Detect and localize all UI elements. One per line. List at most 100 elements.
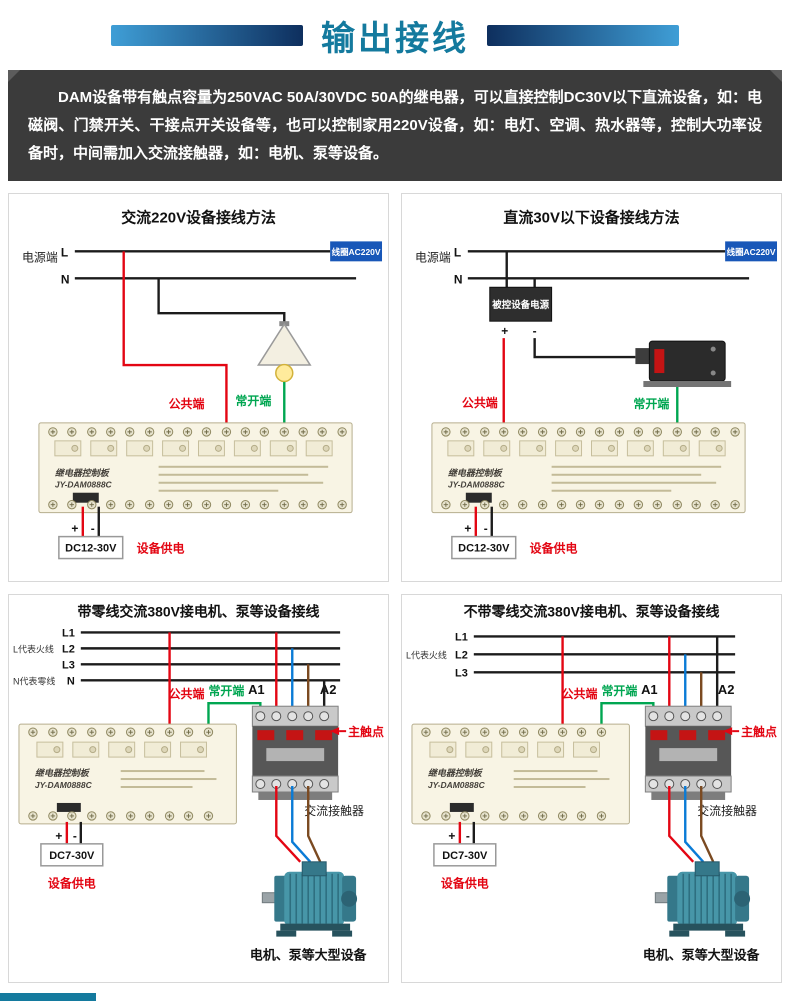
no-label: 常开端 xyxy=(633,396,669,411)
dc-supply-box: DC12-30V xyxy=(451,536,517,560)
controlled-power-label: 被控设备电源 xyxy=(492,299,549,311)
controlled-power-box: 被控设备电源 xyxy=(489,287,553,322)
minus-label-top: - xyxy=(533,324,537,338)
no-label: 常开端 xyxy=(601,683,637,698)
motor-wire-1 xyxy=(275,786,302,863)
board-name: 继电器控制板 xyxy=(35,768,91,778)
a2-label: A2 xyxy=(320,682,337,697)
ac380v-no-neutral-diagram: 不带零线交流380V接电机、泵等设备接线 L1 L2 L3 L代表火线 公共端 … xyxy=(406,604,777,963)
plus-label: + xyxy=(71,522,78,536)
contactor-icon xyxy=(644,705,732,801)
title-bar-left xyxy=(111,24,303,46)
solenoid-valve-icon xyxy=(635,340,732,388)
l3-label: L3 xyxy=(62,660,75,672)
board-name: 继电器控制板 xyxy=(428,768,484,778)
l3-label: L3 xyxy=(455,668,468,680)
main-contact-pointer: 主触点 xyxy=(723,724,777,739)
board-model: JY-DAM0888C xyxy=(448,480,506,490)
a1-label: A1 xyxy=(248,682,265,697)
diagram-grid: 交流220V设备接线方法 电源端 L N 线圈AC220V 公共端 xyxy=(8,193,782,984)
line-l-label: L xyxy=(61,246,68,260)
coil-box: 线圈AC220V xyxy=(725,241,778,262)
footer-accent xyxy=(0,993,96,1001)
coil-label: 线圈AC220V xyxy=(332,247,381,257)
line-n-label: N xyxy=(454,273,463,287)
plus-label: + xyxy=(464,522,471,536)
minus-label: - xyxy=(484,522,488,536)
motor-label: 电机、泵等大型设备 xyxy=(250,948,368,963)
plus-label: + xyxy=(448,829,455,843)
line-l-label: L xyxy=(454,246,461,260)
phase-lines xyxy=(473,635,736,674)
dc-range-label: DC7-30V xyxy=(442,850,488,862)
valve-wire xyxy=(533,338,636,359)
relay-board: 继电器控制板 JY-DAM0888C xyxy=(18,723,237,825)
header: 输出接线 xyxy=(0,8,790,62)
panel-title: 直流30V以下设备接线方法 xyxy=(503,209,679,227)
l1-label: L1 xyxy=(62,628,75,640)
page-title: 输出接线 xyxy=(321,19,469,58)
description-box: DAM设备带有触点容量为250VAC 50A/30VDC 50A的继电器，可以直… xyxy=(8,70,782,182)
neutral-note: N代表零线 xyxy=(13,676,55,687)
lamp-wire xyxy=(157,278,286,324)
board-name: 继电器控制板 xyxy=(448,468,504,478)
main-contact-label: 主触点 xyxy=(741,724,777,739)
live-note: L代表火线 xyxy=(406,650,447,661)
n-label: N xyxy=(67,676,75,688)
l1-label: L1 xyxy=(455,632,468,644)
dc-supply-box: DC7-30V xyxy=(433,843,497,867)
dc-range-label: DC12-30V xyxy=(65,543,117,555)
coil-box: 线圈AC220V xyxy=(330,241,383,262)
common-label: 公共端 xyxy=(169,686,205,701)
panel-title: 不带零线交流380V接电机、泵等设备接线 xyxy=(464,604,720,620)
l2-label: L2 xyxy=(62,644,75,656)
plus-label-top: + xyxy=(501,324,508,338)
board-model: JY-DAM0888C xyxy=(55,480,113,490)
panel-380v-no-neutral: 不带零线交流380V接电机、泵等设备接线 L1 L2 L3 L代表火线 公共端 … xyxy=(401,594,782,984)
supply-label: 设备供电 xyxy=(530,541,578,556)
lamp-icon xyxy=(256,321,312,383)
contactor-icon xyxy=(251,705,339,801)
minus-label: - xyxy=(466,829,470,843)
panel-title: 交流220V设备接线方法 xyxy=(121,209,276,227)
panel-ac220v: 交流220V设备接线方法 电源端 L N 线圈AC220V 公共端 xyxy=(8,193,389,583)
live-note: L代表火线 xyxy=(13,644,54,655)
minus-label: - xyxy=(91,522,95,536)
motor-wire-3 xyxy=(700,786,715,863)
supply-label: 设备供电 xyxy=(137,541,185,556)
motor-label: 电机、泵等大型设备 xyxy=(643,948,761,963)
ac380v-neutral-diagram: 带零线交流380V接电机、泵等设备接线 L1 L2 L3 N L代表火线 N代表… xyxy=(13,604,384,963)
minus-label: - xyxy=(73,829,77,843)
motor-wire-2 xyxy=(684,786,705,863)
coil-label: 线圈AC220V xyxy=(727,247,776,257)
common-label: 公共端 xyxy=(562,686,598,701)
dc30v-diagram: 直流30V以下设备接线方法 电源端 L N 线圈AC220V 被控设备电源 + … xyxy=(415,209,778,560)
a1-label: A1 xyxy=(641,682,658,697)
ac220v-diagram: 交流220V设备接线方法 电源端 L N 线圈AC220V 公共端 xyxy=(22,209,383,560)
main-contact-label: 主触点 xyxy=(348,724,384,739)
motor-icon xyxy=(261,861,358,938)
relay-board: 继电器控制板 JY-DAM0888C xyxy=(411,723,630,825)
supply-label: 设备供电 xyxy=(441,876,489,891)
motor-wire-2 xyxy=(291,786,312,863)
power-terminal-label: 电源端 xyxy=(415,251,451,265)
dc-supply-box: DC12-30V xyxy=(58,536,124,560)
motor-wire-1 xyxy=(668,786,695,863)
dc-range-label: DC12-30V xyxy=(458,543,510,555)
board-name: 继电器控制板 xyxy=(55,468,111,478)
common-label: 公共端 xyxy=(169,396,205,411)
panel-380v-neutral: 带零线交流380V接电机、泵等设备接线 L1 L2 L3 N L代表火线 N代表… xyxy=(8,594,389,984)
power-terminal-label: 电源端 xyxy=(22,251,58,265)
dc-supply-box: DC7-30V xyxy=(40,843,104,867)
main-contact-pointer: 主触点 xyxy=(330,724,384,739)
line-n-label: N xyxy=(61,273,70,287)
relay-board: 继电器控制板 JY-DAM0888C xyxy=(38,422,353,514)
title-bar-right xyxy=(487,24,679,46)
common-label: 公共端 xyxy=(462,395,498,410)
no-label: 常开端 xyxy=(235,393,271,408)
panel-dc30v: 直流30V以下设备接线方法 电源端 L N 线圈AC220V 被控设备电源 + … xyxy=(401,193,782,583)
supply-label: 设备供电 xyxy=(48,876,96,891)
board-model: JY-DAM0888C xyxy=(35,780,93,790)
relay-board: 继电器控制板 JY-DAM0888C xyxy=(431,422,746,514)
